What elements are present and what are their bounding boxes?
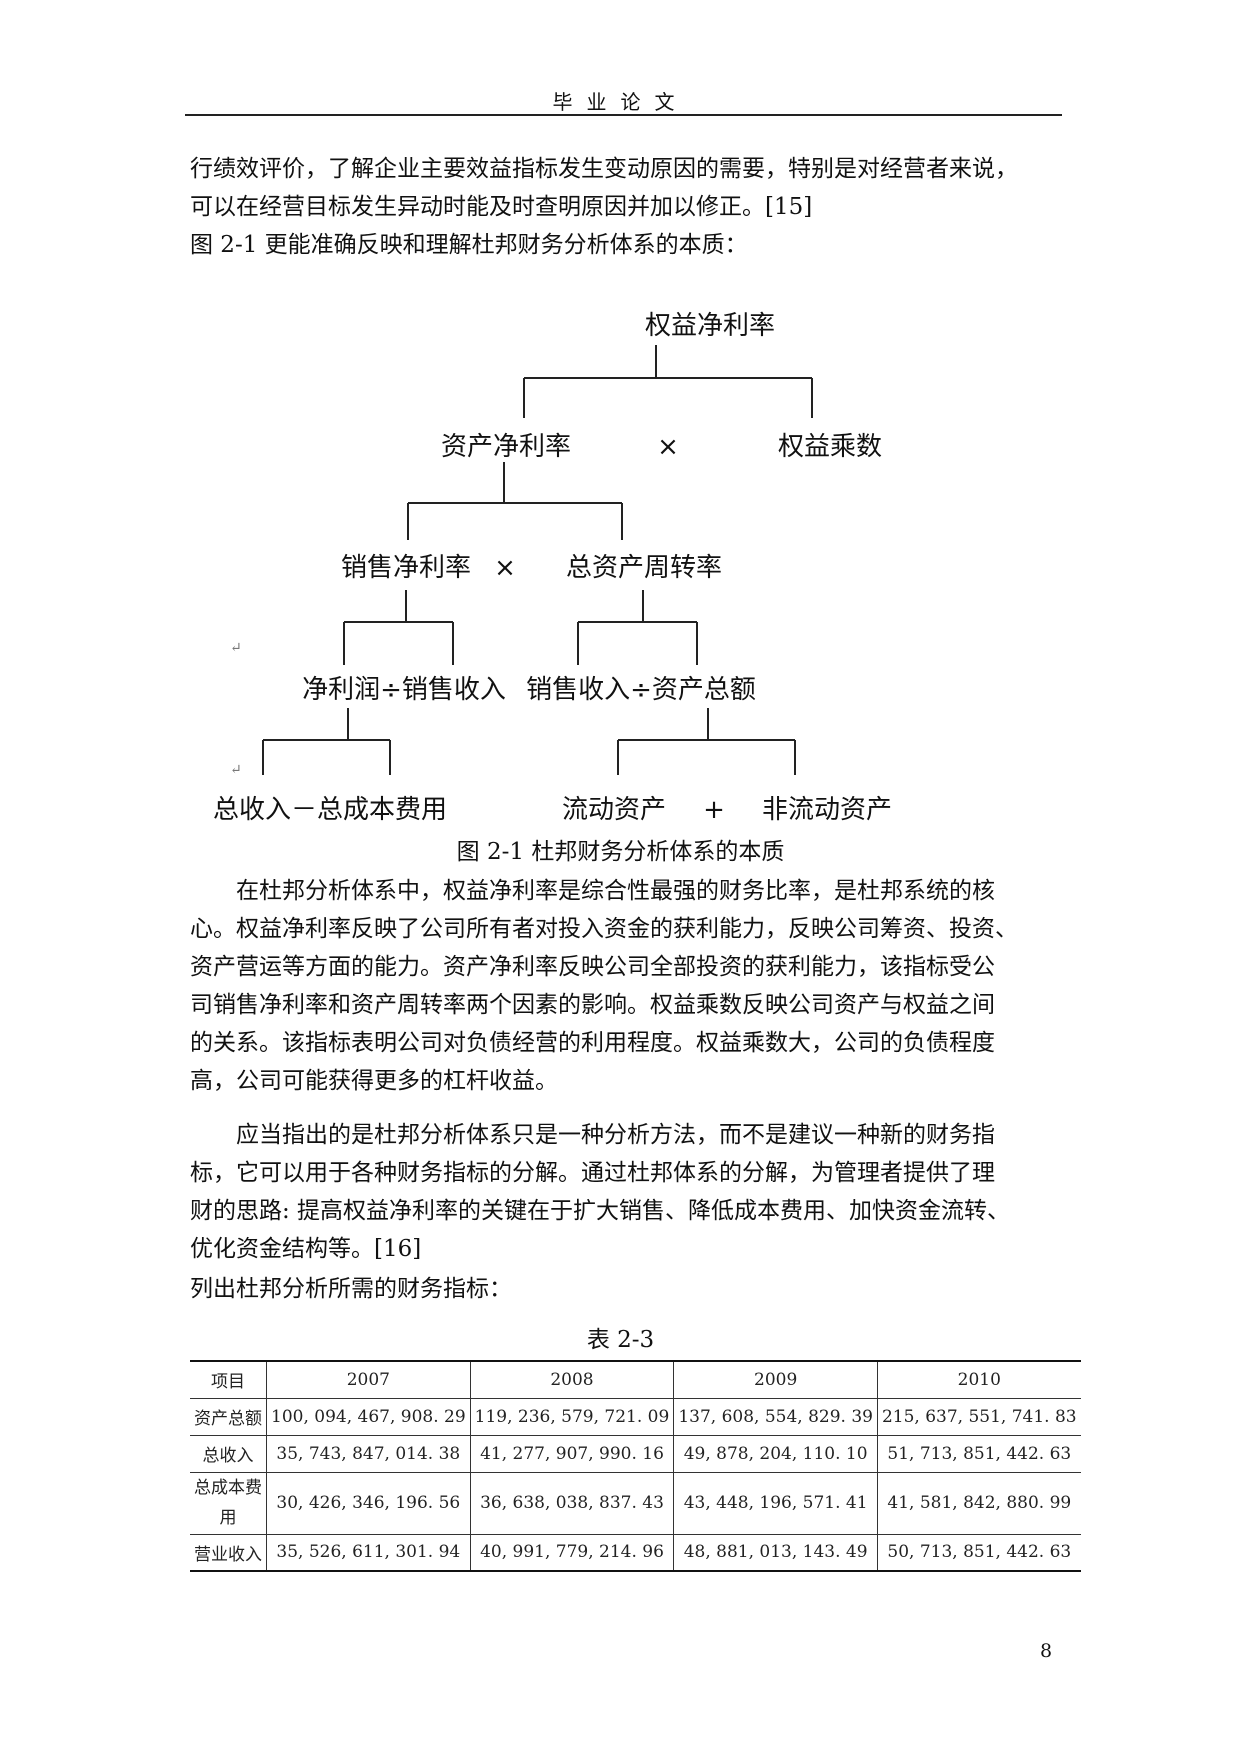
node-equity-multiplier: 权益乘数 xyxy=(778,432,882,462)
text-line: 行绩效评价，了解企业主要效益指标发生变动原因的需要，特别是对经营者来说， xyxy=(190,156,1018,182)
return-mark: ↵ xyxy=(230,640,242,656)
multiply-sign: × xyxy=(657,432,679,462)
table-cell: 100, 094, 467, 908. 29 xyxy=(266,1398,471,1435)
text-line: 标，它可以用于各种财务指标的分解。通过杜邦体系的分解，为管理者提供了理 xyxy=(190,1160,995,1186)
row-label: 资产总额 xyxy=(194,1409,262,1429)
financial-indicators-table: 项目 2007 2008 2009 2010 资产总额 100, 094, 46… xyxy=(190,1360,1081,1572)
table-cell: 41, 277, 907, 990. 16 xyxy=(469,1435,674,1472)
node-current-assets: 流动资产 xyxy=(562,795,666,825)
text-line: 在杜邦分析体系中，权益净利率是综合性最强的财务比率，是杜邦系统的核 xyxy=(236,878,995,904)
table-cell: 50, 713, 851, 442. 63 xyxy=(876,1534,1081,1571)
node-sales-div-assets: 销售收入÷资产总额 xyxy=(526,675,756,705)
node-revenue-minus-cost: 总收入－总成本费用 xyxy=(213,795,447,825)
table-cell: 41, 581, 842, 880. 99 xyxy=(876,1472,1081,1534)
row-label: 营业收入 xyxy=(194,1544,262,1565)
table-cell: 36, 638, 038, 837. 43 xyxy=(469,1472,674,1534)
page-header-title: 毕业论文 xyxy=(552,90,689,114)
table-cell: 137, 608, 554, 829. 39 xyxy=(673,1398,878,1435)
intro-paragraph: 行绩效评价，了解企业主要效益指标发生变动原因的需要，特别是对经营者来说， 可以在… xyxy=(190,150,1060,264)
header-rule xyxy=(185,114,1062,116)
table-row: 总收入 35, 743, 847, 014. 38 41, 277, 907, … xyxy=(190,1435,1081,1472)
table-cell: 49, 878, 204, 110. 10 xyxy=(673,1435,878,1472)
text-line: 资产营运等方面的能力。资产净利率反映公司全部投资的获利能力，该指标受公 xyxy=(190,954,995,980)
plus-sign: + xyxy=(703,795,725,825)
table-cell: 119, 236, 579, 721. 09 xyxy=(469,1398,674,1435)
table-cell: 43, 448, 196, 571. 41 xyxy=(673,1472,878,1534)
return-mark: ↵ xyxy=(230,762,242,778)
node-net-margin: 销售净利率 xyxy=(341,553,471,583)
column-header: 2009 xyxy=(673,1361,878,1398)
text-line: 可以在经营目标发生异动时能及时查明原因并加以修正。[15] xyxy=(190,194,813,220)
text-line: 应当指出的是杜邦分析体系只是一种分析方法，而不是建议一种新的财务指 xyxy=(236,1122,995,1148)
table-cell: 51, 713, 851, 442. 63 xyxy=(876,1435,1081,1472)
text-line: 司销售净利率和资产周转率两个因素的影响。权益乘数反映公司资产与权益之间 xyxy=(190,992,995,1018)
page-number: 8 xyxy=(1040,1640,1053,1662)
row-label: 总收入 xyxy=(202,1446,254,1466)
text-line: 高，公司可能获得更多的杠杆收益。 xyxy=(190,1068,558,1094)
node-net-profit-div-sales: 净利润÷销售收入 xyxy=(302,675,506,705)
table-cell: 35, 743, 847, 014. 38 xyxy=(266,1435,471,1472)
table-row: 总成本费用 30, 426, 346, 196. 56 36, 638, 038… xyxy=(190,1472,1081,1534)
node-roa: 资产净利率 xyxy=(441,432,571,462)
table-cell: 215, 637, 551, 741. 83 xyxy=(876,1398,1081,1435)
table-caption: 表 2-3 xyxy=(586,1327,655,1353)
table-row: 资产总额 100, 094, 467, 908. 29 119, 236, 57… xyxy=(190,1398,1081,1435)
dupont-diagram: 权益净利率 资产净利率 × 权益乘数 销售净利率 × 总资产周转率 净利润÷销售… xyxy=(213,311,892,825)
table-cell: 30, 426, 346, 196. 56 xyxy=(266,1472,471,1534)
table-row: 营业收入 35, 526, 611, 301. 94 40, 991, 779,… xyxy=(190,1534,1081,1571)
text-line: 优化资金结构等。[16] xyxy=(190,1236,422,1262)
text-line: 的关系。该指标表明公司对负债经营的利用程度。权益乘数大，公司的负债程度 xyxy=(190,1030,995,1056)
column-header: 项目 xyxy=(211,1372,245,1393)
text-line: 心。权益净利率反映了公司所有者对投入资金的获利能力，反映公司筹资、投资、 xyxy=(190,916,1018,942)
table-header-row: 项目 2007 2008 2009 2010 xyxy=(190,1361,1081,1398)
table-cell: 40, 991, 779, 214. 96 xyxy=(469,1534,674,1571)
node-roe: 权益净利率 xyxy=(645,311,775,341)
multiply-sign: × xyxy=(494,553,516,583)
text-line: 图 2-1 更能准确反映和理解杜邦财务分析体系的本质： xyxy=(190,232,748,258)
diagram-connectors xyxy=(262,345,813,775)
figure-caption: 图 2-1 杜邦财务分析体系的本质 xyxy=(456,839,785,865)
row-label: 总成本费用 xyxy=(194,1478,262,1528)
column-header: 2008 xyxy=(469,1361,674,1398)
body-paragraph: 在杜邦分析体系中，权益净利率是综合性最强的财务比率，是杜邦系统的核 心。权益净利… xyxy=(190,872,1060,1100)
body-paragraph: 应当指出的是杜邦分析体系只是一种分析方法，而不是建议一种新的财务指 标，它可以用… xyxy=(190,1116,1060,1268)
node-asset-turnover: 总资产周转率 xyxy=(566,553,722,583)
text-line: 列出杜邦分析所需的财务指标： xyxy=(190,1276,512,1302)
column-header: 2010 xyxy=(876,1361,1081,1398)
table-cell: 48, 881, 013, 143. 49 xyxy=(673,1534,878,1571)
table-intro: 列出杜邦分析所需的财务指标： xyxy=(190,1270,1060,1308)
text-line: 财的思路: 提高权益净利率的关键在于扩大销售、降低成本费用、加快资金流转、 xyxy=(190,1198,1011,1224)
table-cell: 35, 526, 611, 301. 94 xyxy=(266,1534,471,1571)
column-header: 2007 xyxy=(266,1361,471,1398)
node-noncurrent-assets: 非流动资产 xyxy=(762,795,892,825)
